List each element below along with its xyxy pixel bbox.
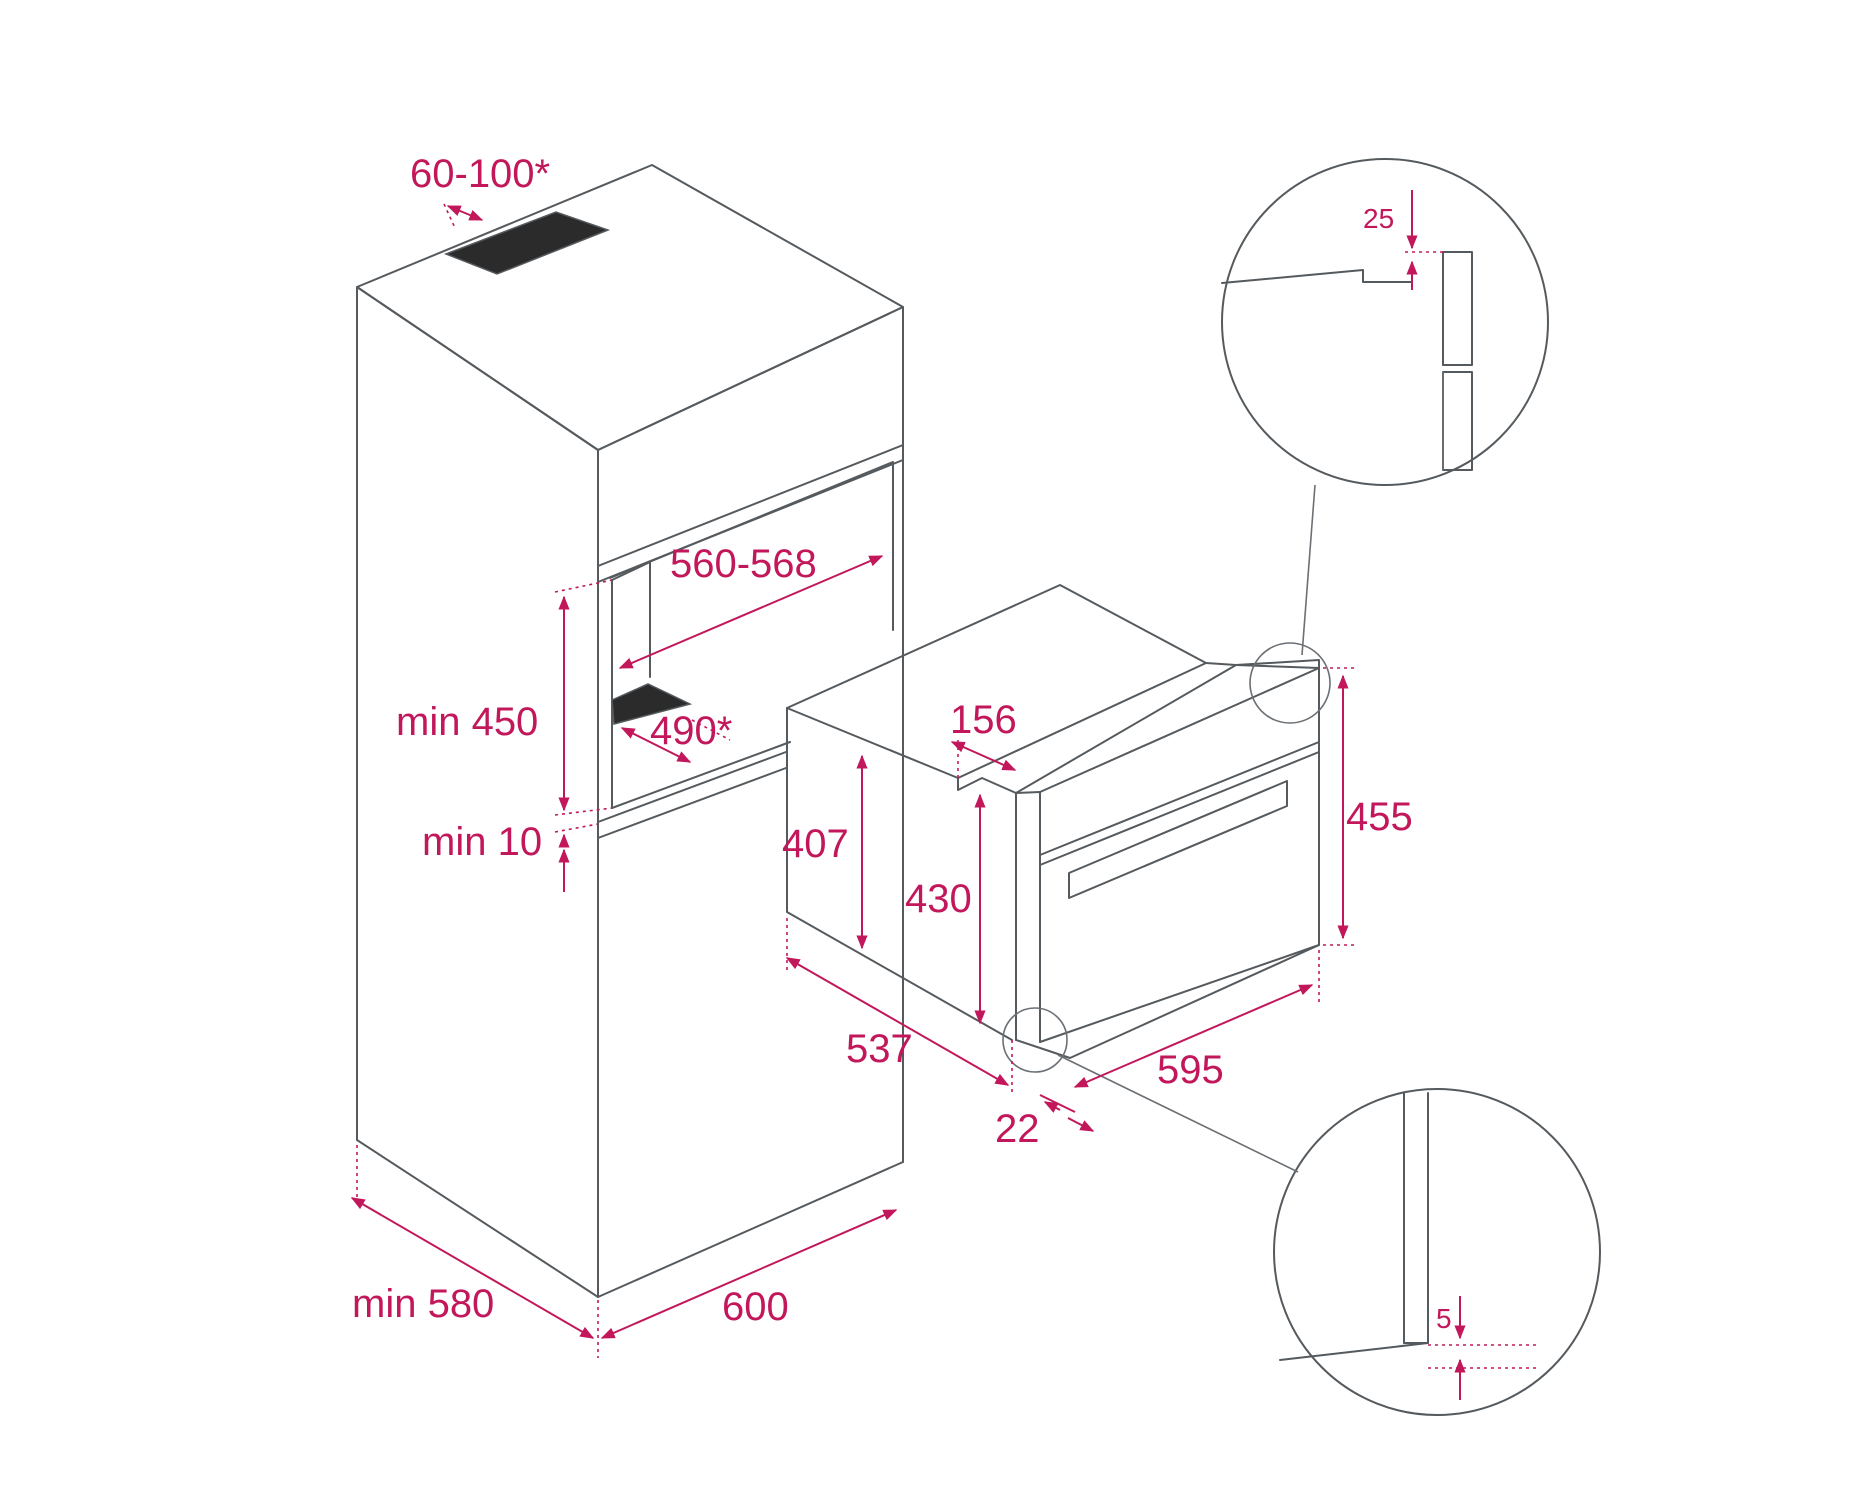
label-base-gap: min 10 [422,820,542,864]
label-detail-bottom-gap: 5 [1436,1303,1452,1334]
label-oven-depth: 537 [846,1027,913,1071]
detail-bottom [1273,1088,1601,1416]
label-oven-front-height: 455 [1346,795,1413,839]
label-cabinet-width: 600 [722,1285,789,1329]
detail-top-leader [1301,484,1316,656]
detail-top-marker [1249,642,1331,724]
label-oven-width: 595 [1157,1048,1224,1092]
label-top-vent-gap: 60-100* [410,152,550,196]
label-niche-width: 560-568 [670,542,817,586]
label-oven-body-height: 407 [782,822,849,866]
niche-vent [611,683,693,725]
label-oven-inner-height: 430 [905,877,972,921]
tall-cabinet [356,164,904,1298]
built-in-oven [786,584,1320,1059]
label-oven-front-offset: 22 [995,1107,1040,1151]
top-vent [443,211,611,275]
dimension-lines [350,190,1540,1400]
label-detail-top-gap: 25 [1363,203,1394,234]
detail-top [1221,158,1549,486]
label-cabinet-depth: min 580 [352,1282,494,1326]
label-niche-height: min 450 [396,700,538,744]
label-oven-top-depth: 156 [950,698,1017,742]
label-base-vent-depth: 490* [650,709,732,753]
